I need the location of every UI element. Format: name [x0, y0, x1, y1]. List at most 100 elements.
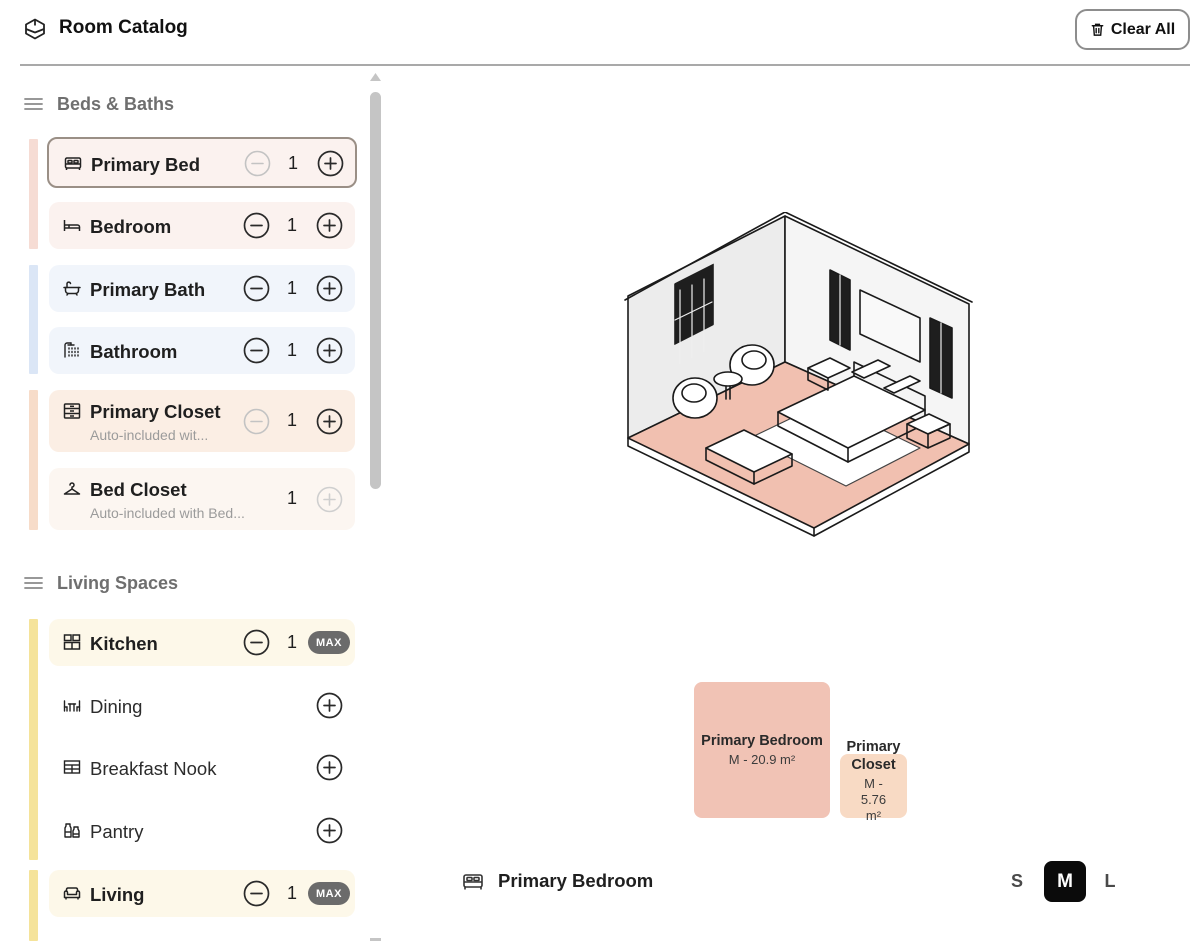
- hanger-icon: [63, 482, 81, 495]
- group-bar-living: [29, 870, 38, 941]
- room-count: 1: [286, 278, 297, 298]
- room-count: 1: [286, 632, 297, 652]
- room-label: Primary Bath: [90, 279, 206, 300]
- room-catalog-sidebar: Beds & Baths Primary Bed 1 Bedroom 1 Pri…: [0, 68, 390, 941]
- decrement-button[interactable]: [244, 150, 271, 177]
- app-title: Room Catalog: [59, 17, 188, 38]
- dining-icon: [63, 700, 81, 712]
- minus-circle-icon: [243, 337, 270, 364]
- scroll-up-arrow-icon[interactable]: [369, 72, 382, 82]
- group-bar-kitchen: [29, 619, 38, 860]
- room-count: 1: [287, 153, 298, 173]
- plus-circle-icon: [316, 754, 343, 781]
- increment-button[interactable]: [316, 817, 343, 844]
- bathtub-icon: [63, 281, 81, 296]
- bed-icon: [64, 157, 82, 170]
- max-badge: MAX: [308, 882, 350, 905]
- minus-circle-icon: [243, 212, 270, 239]
- plan-block-size: M - 20.9 m²: [728, 752, 796, 767]
- group-bar-beds: [29, 139, 38, 249]
- room-row-kitchen[interactable]: Kitchen 1 MAX: [49, 619, 355, 666]
- cube-logo-icon: [25, 18, 45, 40]
- drag-handle-icon[interactable]: [24, 576, 43, 590]
- plan-block-title: Primary Bedroom: [701, 733, 823, 749]
- increment-button[interactable]: [316, 754, 343, 781]
- room-label: Bedroom: [90, 216, 172, 237]
- drag-handle-icon[interactable]: [24, 97, 43, 111]
- group-bar-closets: [29, 390, 38, 530]
- decrement-button[interactable]: [243, 212, 270, 239]
- increment-button[interactable]: [316, 692, 343, 719]
- room-label: Primary Closet: [90, 401, 221, 422]
- room-label: Dining: [90, 696, 143, 717]
- size-option-medium[interactable]: M: [1044, 861, 1086, 902]
- decrement-button[interactable]: [243, 275, 270, 302]
- room-label: Living: [90, 884, 145, 905]
- room-subtitle: Auto-included wit...: [90, 427, 209, 443]
- sidebar-scrollbar[interactable]: [369, 72, 382, 941]
- decrement-button[interactable]: [243, 408, 270, 435]
- group-bar-baths: [29, 265, 38, 374]
- plus-circle-icon: [317, 150, 344, 177]
- increment-button[interactable]: [316, 486, 343, 513]
- closet-icon: [63, 403, 81, 419]
- scroll-down-arrow-icon[interactable]: [370, 938, 381, 941]
- room-row-bed-closet[interactable]: Bed Closet Auto-included with Bed... 1: [49, 468, 355, 530]
- room-label: Breakfast Nook: [90, 758, 217, 779]
- minus-circle-icon: [243, 275, 270, 302]
- shower-icon: [64, 342, 79, 358]
- room-count: 1: [286, 488, 297, 508]
- section-header-beds-baths[interactable]: Beds & Baths: [24, 90, 174, 118]
- kitchen-icon: [63, 634, 81, 650]
- increment-button[interactable]: [316, 275, 343, 302]
- plan-block-primary-bedroom[interactable]: Primary Bedroom M - 20.9 m²: [694, 682, 830, 818]
- room-row-living[interactable]: Living 1 MAX: [49, 870, 355, 917]
- room-illustration: [624, 212, 973, 537]
- increment-button[interactable]: [316, 408, 343, 435]
- room-count: 1: [286, 410, 297, 430]
- decrement-button[interactable]: [243, 337, 270, 364]
- plus-circle-icon: [316, 212, 343, 239]
- plan-block-title: Primary Closet: [846, 739, 901, 773]
- room-row-dining[interactable]: Dining: [49, 682, 355, 729]
- plus-circle-icon: [316, 486, 343, 513]
- plan-block-size: M - 5.76 m²: [860, 776, 887, 823]
- decrement-button[interactable]: [243, 880, 270, 907]
- room-subtitle: Auto-included with Bed...: [90, 505, 245, 521]
- room-preview-panel: Primary Bedroom M - 20.9 m² Primary Clos…: [392, 68, 1200, 941]
- room-row-bedroom[interactable]: Bedroom 1: [49, 202, 355, 249]
- section-header-living-spaces[interactable]: Living Spaces: [24, 569, 178, 597]
- room-label: Kitchen: [90, 633, 158, 654]
- plus-circle-icon: [316, 275, 343, 302]
- clear-all-label: Clear All: [1110, 20, 1176, 38]
- room-count: 1: [286, 883, 297, 903]
- room-row-primary-closet[interactable]: Primary Closet Auto-included wit... 1: [49, 390, 355, 452]
- increment-button[interactable]: [317, 150, 344, 177]
- increment-button[interactable]: [316, 337, 343, 364]
- sofa-icon: [63, 887, 81, 900]
- scrollbar-thumb[interactable]: [370, 92, 381, 489]
- section-title: Beds & Baths: [57, 93, 175, 114]
- decrement-button[interactable]: [243, 629, 270, 656]
- minus-circle-icon: [243, 408, 270, 435]
- increment-button[interactable]: [316, 212, 343, 239]
- max-badge: MAX: [308, 631, 350, 654]
- size-option-small[interactable]: S: [1010, 871, 1023, 891]
- minus-circle-icon: [243, 880, 270, 907]
- bed-icon: [463, 874, 483, 890]
- trash-icon: [1091, 23, 1104, 36]
- room-row-primary-bed[interactable]: Primary Bed 1: [47, 137, 357, 188]
- group-bar-pantry: [29, 807, 38, 854]
- clear-all-button[interactable]: Clear All: [1075, 9, 1190, 50]
- room-row-primary-bath[interactable]: Primary Bath 1: [49, 265, 355, 312]
- room-count: 1: [286, 215, 297, 235]
- room-row-breakfast-nook[interactable]: Breakfast Nook: [49, 744, 355, 791]
- room-label: Bed Closet: [90, 479, 187, 500]
- size-option-large[interactable]: L: [1104, 871, 1116, 891]
- room-row-pantry[interactable]: Pantry: [49, 807, 355, 854]
- app-header: Room Catalog Clear All: [20, 0, 1190, 66]
- section-title: Living Spaces: [57, 572, 179, 593]
- plan-block-primary-closet[interactable]: Primary Closet M - 5.76 m²: [840, 739, 907, 823]
- minus-circle-icon: [243, 629, 270, 656]
- room-row-bathroom[interactable]: Bathroom 1: [49, 327, 355, 374]
